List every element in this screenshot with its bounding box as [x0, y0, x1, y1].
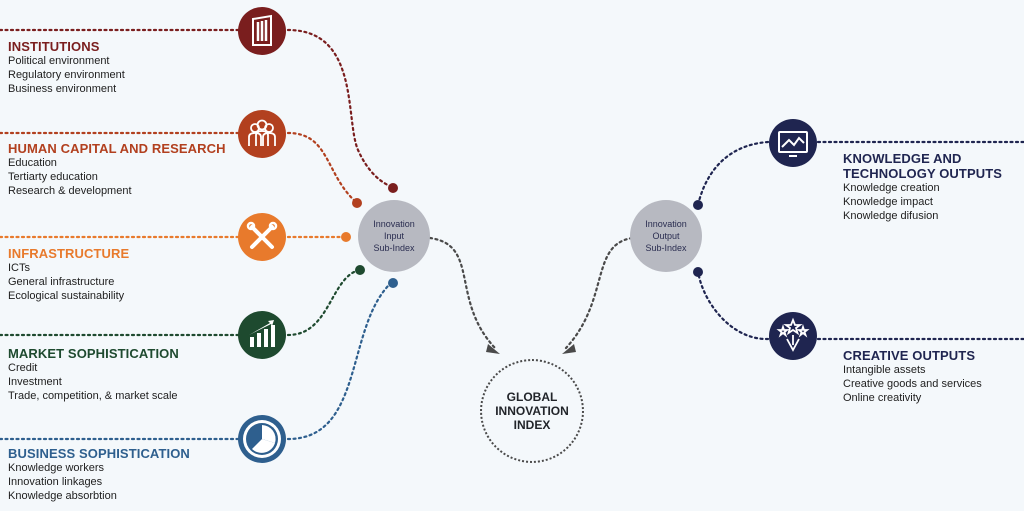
pillar-creative-outputs: CREATIVE OUTPUTS Intangible assets Creat… — [843, 348, 982, 405]
monitor-chart-icon — [769, 119, 817, 167]
pillar-item: Credit — [8, 362, 38, 374]
pillar-item: Intangible assets — [843, 364, 926, 376]
center-line: INNOVATION — [495, 404, 569, 418]
input-sub-index-hub: Innovation Input Sub-Index — [358, 200, 430, 272]
pillar-title: INFRASTRUCTURE — [8, 246, 130, 261]
hub-line: Innovation — [645, 219, 687, 229]
connector-dot — [355, 265, 365, 275]
pillar-item: Knowledge workers — [8, 462, 104, 474]
connector-dot — [693, 267, 703, 277]
pillar-item: Education — [8, 157, 57, 169]
stars-icon — [769, 312, 817, 360]
pie-chart-icon — [238, 415, 286, 463]
output-sub-index-hub: Innovation Output Sub-Index — [630, 200, 702, 272]
pillar-item: Online creativity — [843, 392, 922, 404]
pillar-item: Knowledge creation — [843, 182, 940, 194]
pillar-item: Knowledge difusion — [843, 210, 939, 222]
pillar-institutions: INSTITUTIONS Political environment Regul… — [8, 39, 125, 96]
pillar-title: BUSINESS SOPHISTICATION — [8, 446, 190, 461]
hub-line: Input — [383, 231, 404, 241]
pillar-item: Tertiarty education — [8, 171, 98, 183]
people-icon — [238, 110, 286, 158]
pillar-title: CREATIVE OUTPUTS — [843, 348, 976, 363]
connector-dot — [388, 183, 398, 193]
pillar-title: KNOWLEDGE AND — [843, 151, 962, 166]
pillar-human-capital: HUMAN CAPITAL AND RESEARCH Education Ter… — [8, 141, 226, 198]
connector-dot — [388, 278, 398, 288]
pillar-infrastructure: INFRASTRUCTURE ICTs General infrastructu… — [8, 246, 129, 303]
pillar-item: General infrastructure — [8, 276, 115, 288]
arrow-head-right — [562, 344, 576, 354]
building-icon — [238, 7, 286, 55]
pillar-item: Regulatory environment — [8, 69, 125, 81]
center-line: GLOBAL — [506, 390, 558, 404]
hub-line: Sub-Index — [645, 243, 687, 253]
pillar-market-sophistication: MARKET SOPHISTICATION Credit Investment … — [8, 346, 179, 403]
pillar-title: INSTITUTIONS — [8, 39, 100, 54]
pillar-knowledge-technology-outputs: KNOWLEDGE AND TECHNOLOGY OUTPUTS Knowled… — [843, 151, 1002, 223]
pillar-item: ICTs — [8, 262, 30, 274]
hub-line: Output — [652, 231, 680, 241]
pillar-item: Knowledge impact — [843, 196, 933, 208]
center-line: INDEX — [513, 418, 551, 432]
connector-dot — [693, 200, 703, 210]
pillar-title: HUMAN CAPITAL AND RESEARCH — [8, 141, 226, 156]
bar-chart-icon — [238, 311, 286, 359]
pillar-item: Business environment — [8, 83, 117, 95]
hub-line: Sub-Index — [373, 243, 415, 253]
tools-icon — [238, 213, 286, 261]
pillar-item: Research & development — [8, 185, 132, 197]
pillar-title: MARKET SOPHISTICATION — [8, 346, 179, 361]
pillar-item: Knowledge absorbtion — [8, 490, 117, 502]
connector-dot — [341, 232, 351, 242]
pillar-item: Creative goods and services — [843, 378, 982, 390]
arrow-head-left — [486, 344, 500, 354]
pillar-item: Investment — [8, 376, 62, 388]
pillar-item: Trade, competition, & market scale — [8, 390, 178, 402]
pillar-business-sophistication: BUSINESS SOPHISTICATION Knowledge worker… — [8, 446, 190, 503]
hub-line: Innovation — [373, 219, 415, 229]
global-innovation-index: GLOBAL INNOVATION INDEX — [480, 359, 584, 463]
connector-dot — [352, 198, 362, 208]
pillar-item: Political environment — [8, 55, 110, 67]
pillar-title: TECHNOLOGY OUTPUTS — [843, 166, 1003, 181]
pillar-item: Ecological sustainability — [8, 290, 125, 302]
pillar-item: Innovation linkages — [8, 476, 103, 488]
